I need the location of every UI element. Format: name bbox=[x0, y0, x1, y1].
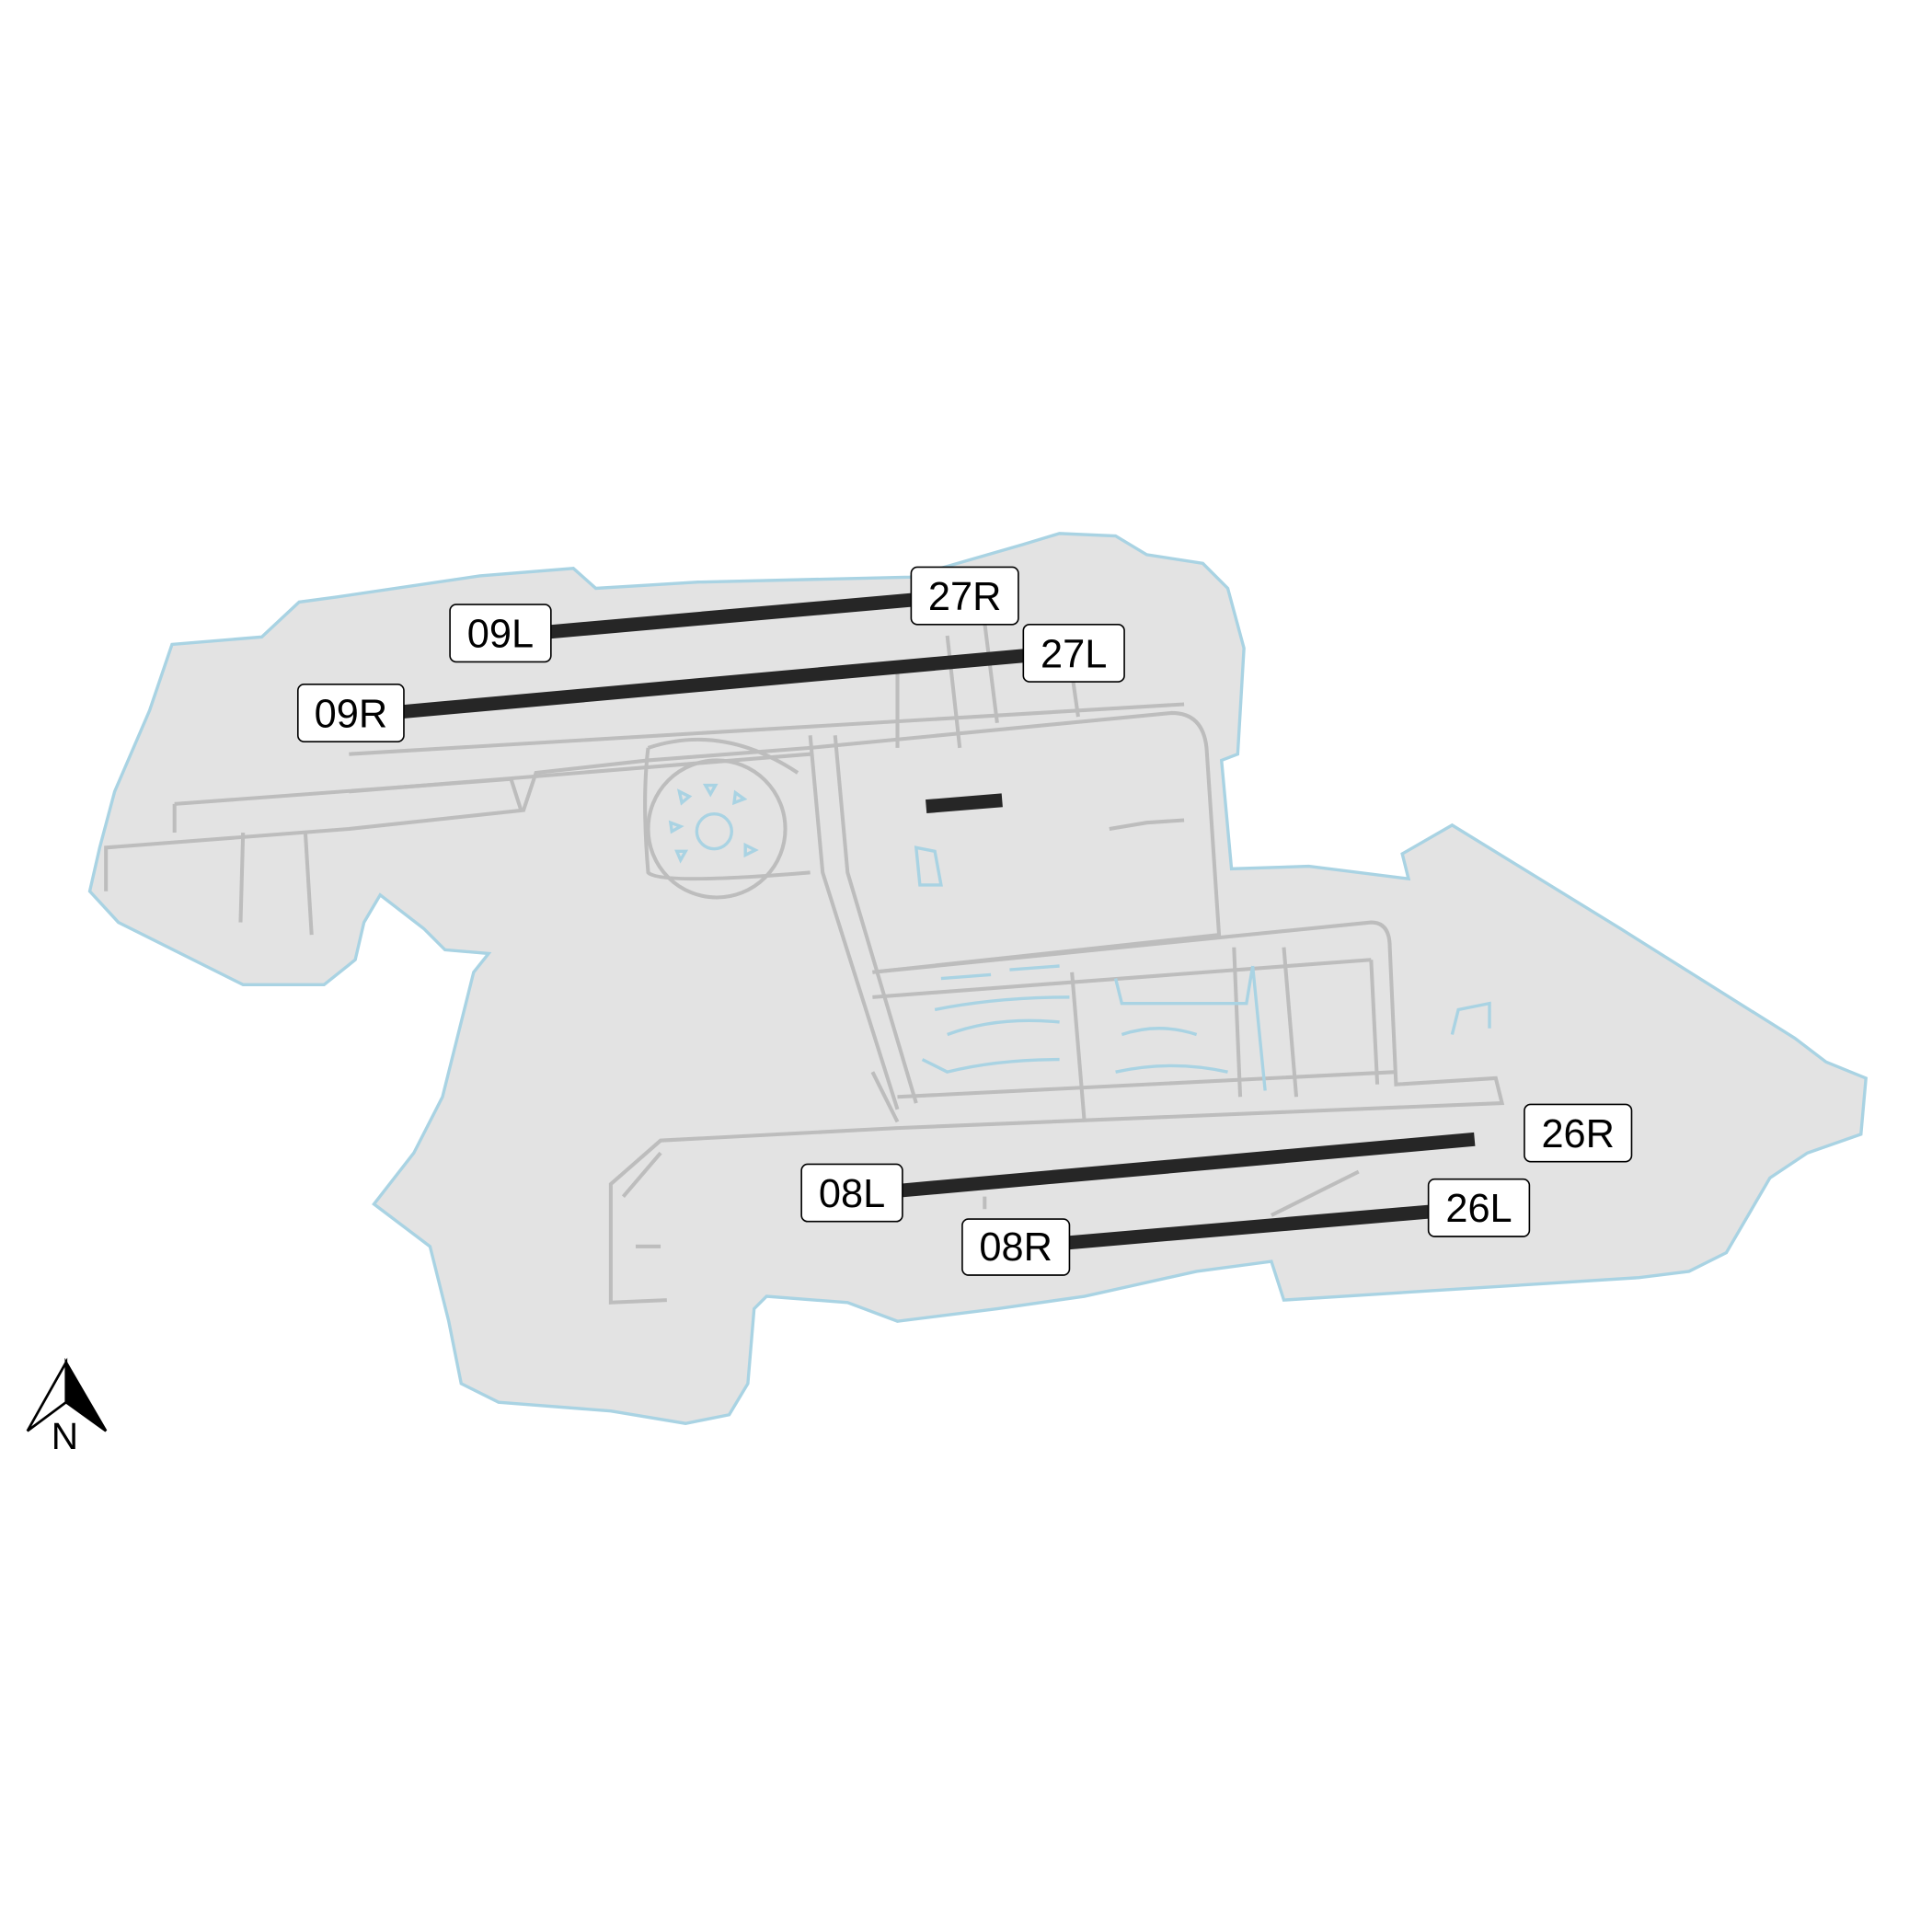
label-09L-text: 09L bbox=[467, 613, 534, 657]
taxiways bbox=[104, 623, 1505, 1305]
label-27R: 27R bbox=[910, 566, 1019, 626]
label-08L: 08L bbox=[800, 1163, 903, 1223]
runways bbox=[401, 592, 1476, 1250]
label-26L: 26L bbox=[1427, 1178, 1531, 1237]
terminal-buildings bbox=[668, 783, 1491, 1091]
label-26L-text: 26L bbox=[1445, 1187, 1512, 1231]
label-27L-text: 27L bbox=[1041, 632, 1107, 676]
label-08R-text: 08R bbox=[979, 1225, 1052, 1270]
label-09R: 09R bbox=[296, 683, 405, 742]
label-27R-text: 27R bbox=[928, 575, 1002, 619]
label-27L: 27L bbox=[1022, 623, 1125, 683]
airport-boundary bbox=[87, 532, 1868, 1425]
north-arrow: N bbox=[26, 1357, 108, 1457]
runway-closed-segment bbox=[926, 793, 1003, 814]
label-08R: 08R bbox=[961, 1218, 1071, 1276]
runway-08L-26R bbox=[902, 1132, 1476, 1198]
runway-09L-27R bbox=[547, 592, 917, 639]
runway-labels: 09L 27R 27L 09R 26R 08L 26L 08R bbox=[296, 566, 1633, 1276]
runway-09R-27L bbox=[401, 649, 1026, 719]
label-26R: 26R bbox=[1524, 1103, 1633, 1163]
label-08L-text: 08L bbox=[819, 1172, 885, 1216]
label-09R-text: 09R bbox=[315, 692, 388, 736]
north-arrow-letter: N bbox=[52, 1415, 78, 1457]
runway-08R-26L bbox=[1067, 1204, 1432, 1250]
label-26R-text: 26R bbox=[1541, 1112, 1615, 1156]
label-09L: 09L bbox=[449, 604, 552, 663]
